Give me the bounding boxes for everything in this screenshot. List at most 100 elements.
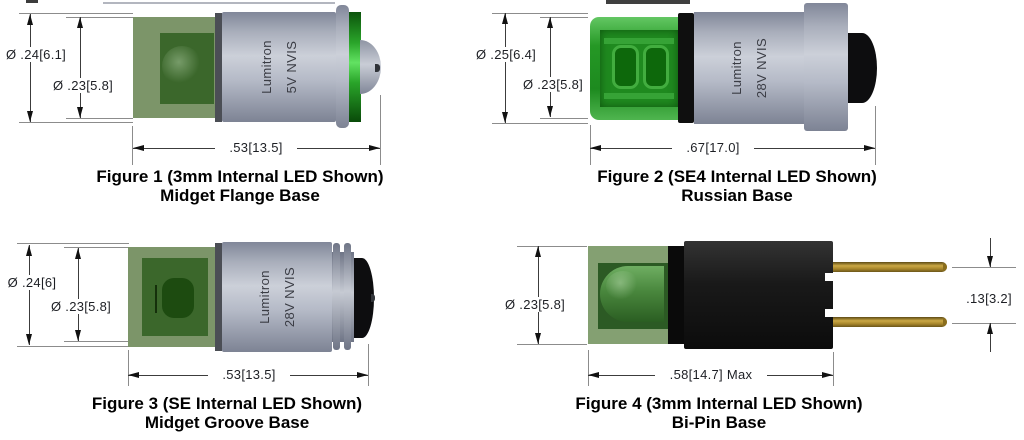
- dim-length: .58[14.7] Max: [655, 367, 767, 382]
- extension-line: [952, 323, 1016, 324]
- arrowhead-icon: [547, 106, 553, 117]
- led-frame-bar: [604, 38, 674, 44]
- dim-length: .53[13.5]: [215, 140, 297, 155]
- lens-window: [600, 30, 678, 107]
- extension-line: [19, 13, 133, 14]
- arrowhead-icon: [864, 145, 875, 151]
- dimension-line: [990, 323, 991, 352]
- extension-line: [64, 247, 129, 248]
- dimension-line: [80, 17, 81, 118]
- caption-line-2: Midget Groove Base: [144, 413, 310, 432]
- dimension-line: [550, 17, 551, 117]
- arrowhead-icon: [128, 372, 139, 378]
- arrowhead-icon: [535, 246, 541, 257]
- figure-caption: Figure 4 (3mm Internal LED Shown) Bi-Pin…: [519, 394, 919, 432]
- extension-line: [875, 106, 876, 165]
- arrowhead-icon: [27, 14, 33, 25]
- pin-top: [833, 262, 947, 272]
- pin-bottom: [833, 317, 947, 327]
- led-dome-highlight: [162, 46, 202, 86]
- arrowhead-icon: [75, 248, 81, 259]
- lamp-marking: Lumitron 28V NVIS: [724, 8, 774, 128]
- caption-line-1: Figure 2 (SE4 Internal LED Shown): [597, 167, 877, 186]
- arrowhead-icon: [547, 17, 553, 28]
- flange: [336, 5, 349, 128]
- extension-line: [588, 350, 589, 386]
- contact-tip: [371, 294, 375, 302]
- extension-line: [66, 17, 133, 18]
- arrowhead-icon: [369, 145, 380, 151]
- arrowhead-icon: [27, 111, 33, 122]
- contact-dome: [360, 40, 381, 94]
- extension-line: [368, 344, 369, 386]
- led-lead-wire: [155, 285, 157, 313]
- extension-line: [17, 243, 129, 244]
- extension-line: [492, 13, 588, 14]
- dim-lens-diameter: Ø .23[5.8]: [46, 78, 120, 93]
- dimension-line: [30, 14, 31, 122]
- arrowhead-icon: [590, 145, 601, 151]
- extension-line: [66, 118, 133, 119]
- caption-line-1: Figure 3 (SE Internal LED Shown): [91, 394, 363, 413]
- lamp-voltage-text: 28V NVIS: [282, 266, 297, 328]
- lamp-body: [684, 241, 833, 349]
- arrowhead-icon: [588, 372, 599, 378]
- dim-outer-diameter: Ø .24[6.1]: [2, 47, 70, 62]
- body-ring: [215, 13, 222, 122]
- flange: [804, 3, 848, 131]
- lens-window: [598, 263, 668, 329]
- body-notch: [825, 273, 833, 281]
- extension-line: [17, 346, 129, 347]
- body-ring: [668, 246, 684, 344]
- groove-ridge: [344, 243, 351, 350]
- extension-line: [64, 341, 129, 342]
- arrowhead-icon: [987, 256, 993, 267]
- caption-line-2: Midget Flange Base: [160, 186, 320, 205]
- lamp-marking: Lumitron 5V NVIS: [254, 7, 304, 127]
- arrowhead-icon: [357, 372, 368, 378]
- dim-pin-spacing: .13[3.2]: [961, 291, 1017, 306]
- extension-line: [540, 17, 588, 18]
- dimension-line: [78, 248, 79, 341]
- body-notch: [825, 309, 833, 317]
- extension-line: [380, 95, 381, 165]
- dim-lens-diameter: Ø .23[5.8]: [518, 77, 588, 92]
- extension-line: [128, 350, 129, 386]
- groove-ridge: [333, 243, 340, 350]
- extension-line: [952, 267, 1016, 268]
- led-frame-bar: [604, 93, 674, 99]
- lens-window: [160, 33, 214, 104]
- arrowhead-icon: [26, 245, 32, 256]
- led-chip: [612, 45, 639, 89]
- arrowhead-icon: [502, 112, 508, 123]
- body-ring: [215, 243, 222, 351]
- arrowhead-icon: [133, 145, 144, 151]
- figure-caption: Figure 3 (SE Internal LED Shown) Midget …: [27, 394, 427, 432]
- figure-caption: Figure 2 (SE4 Internal LED Shown) Russia…: [537, 167, 937, 205]
- lamp-body: [694, 12, 804, 124]
- lamp-brand-text: Lumitron: [729, 41, 744, 95]
- dimension-line: [990, 238, 991, 267]
- arrowhead-icon: [75, 330, 81, 341]
- extension-line: [517, 344, 587, 345]
- lamp-voltage-text: 5V NVIS: [284, 40, 299, 94]
- lamp-body: [222, 12, 336, 122]
- crop-artifact: [103, 2, 335, 4]
- extension-line: [517, 246, 587, 247]
- lamp-body: [222, 242, 332, 352]
- extension-line: [19, 122, 133, 123]
- contact-dome: [848, 33, 877, 103]
- dimension-line: [538, 246, 539, 344]
- led-green-ring: [348, 12, 361, 122]
- body-ring: [678, 13, 694, 123]
- dim-outer-diameter: Ø .24[6]: [2, 275, 62, 290]
- extension-line: [540, 118, 588, 119]
- caption-line-1: Figure 1 (3mm Internal LED Shown): [96, 167, 384, 186]
- caption-line-2: Bi-Pin Base: [671, 413, 767, 432]
- dimension-line: [29, 245, 30, 345]
- led-dome: [600, 266, 664, 322]
- led-dome-highlight: [606, 271, 640, 301]
- caption-line-1: Figure 4 (3mm Internal LED Shown): [575, 394, 863, 413]
- extension-line: [132, 126, 133, 165]
- lamp-voltage-text: 28V NVIS: [754, 37, 769, 99]
